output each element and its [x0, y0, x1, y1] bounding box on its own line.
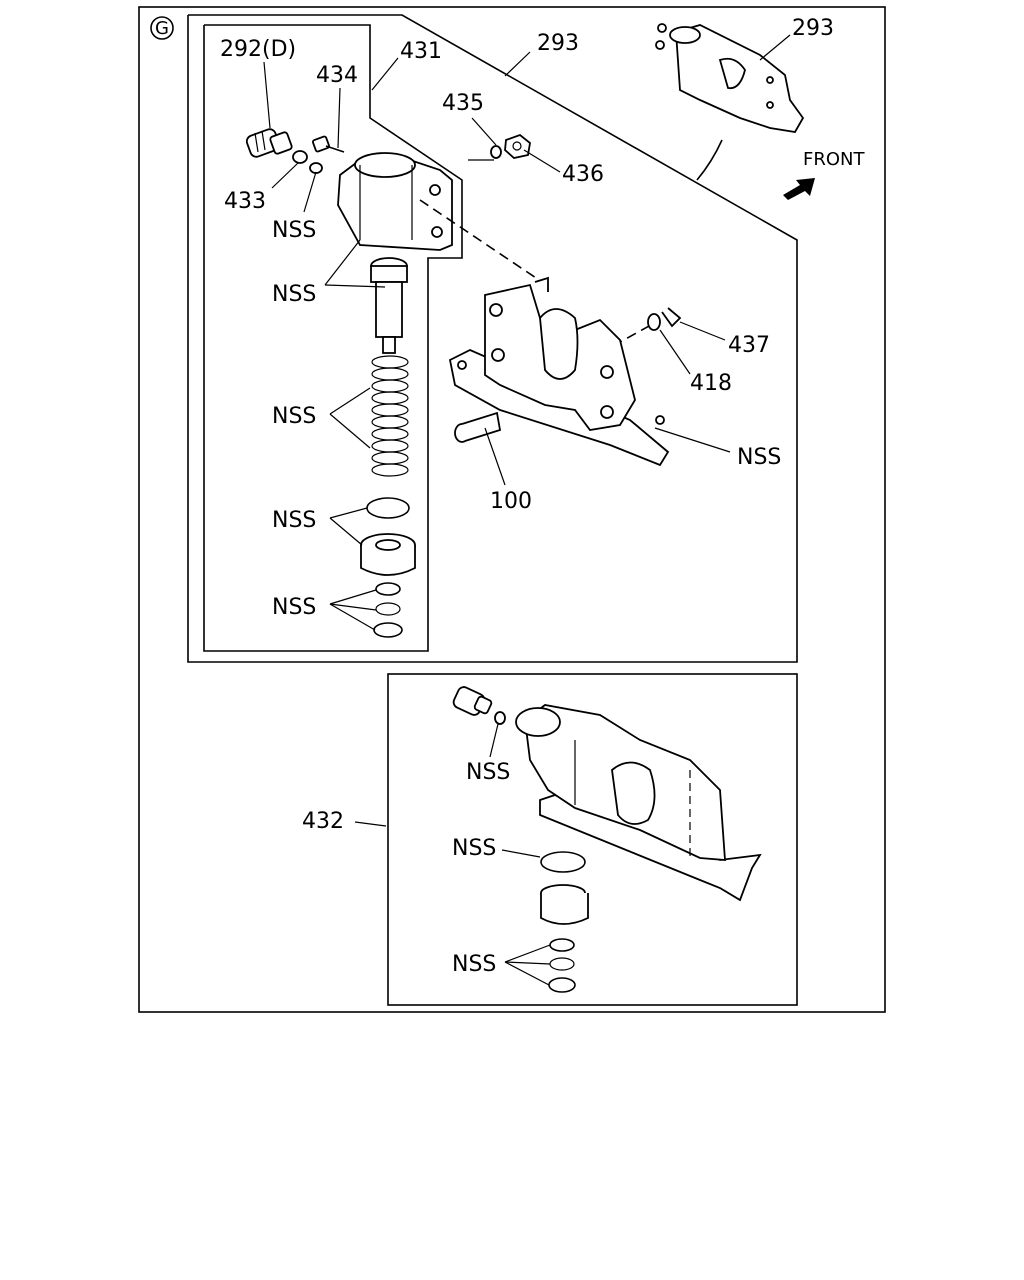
pin-100 — [454, 411, 502, 443]
ring-3 — [373, 622, 403, 638]
oring-small — [309, 162, 323, 174]
ring-432-2 — [549, 957, 575, 971]
label-nss-3: NSS — [272, 404, 316, 429]
housing-body — [337, 152, 453, 251]
label-nss-5: NSS — [272, 595, 316, 620]
washer-418 — [647, 313, 661, 331]
label-431: 431 — [400, 39, 442, 64]
alignment-line — [419, 199, 549, 287]
outer-frame — [138, 6, 886, 1013]
housing-432 — [515, 704, 762, 902]
assembly-293-boundary — [187, 14, 798, 663]
washer-435 — [490, 145, 502, 159]
inset-293-assembly — [655, 23, 805, 133]
bolt-434 — [312, 135, 345, 153]
label-nss-9: NSS — [452, 952, 496, 977]
label-418: 418 — [690, 371, 732, 396]
label-nss-1: NSS — [272, 218, 316, 243]
label-nss-7: NSS — [466, 760, 510, 785]
front-arrow-icon — [783, 178, 815, 200]
leader-lines — [263, 34, 791, 986]
ring-1 — [375, 582, 401, 596]
washer-433 — [292, 150, 308, 164]
ring-432-3 — [548, 977, 576, 993]
oring-432-small — [494, 711, 506, 725]
label-nss-8: NSS — [452, 836, 496, 861]
label-437: 437 — [728, 333, 770, 358]
label-nss-6: NSS — [737, 445, 781, 470]
label-front: FRONT — [803, 149, 865, 170]
label-436: 436 — [562, 162, 604, 187]
plug-432 — [540, 884, 589, 925]
label-100: 100 — [490, 489, 532, 514]
piston — [370, 257, 408, 354]
oring-large — [366, 497, 410, 519]
label-435: 435 — [442, 91, 484, 116]
fitting-292d — [245, 128, 293, 158]
plug — [360, 533, 416, 576]
spring — [371, 355, 409, 477]
label-nss-4: NSS — [272, 508, 316, 533]
clip-437 — [661, 307, 682, 328]
curved-arrow — [696, 139, 723, 181]
label-433: 433 — [224, 189, 266, 214]
label-293-inset: 293 — [792, 16, 834, 41]
ring-2 — [375, 602, 401, 616]
label-293-main: 293 — [537, 31, 579, 56]
nut-436 — [504, 133, 531, 159]
oring-432-large — [540, 851, 586, 873]
section-marker-label: G — [155, 18, 169, 39]
housing-431-boundary — [203, 24, 463, 652]
fitting-432 — [452, 686, 493, 716]
ring-432-1 — [549, 938, 575, 952]
bracket — [448, 276, 670, 467]
label-292d: 292(D) — [220, 37, 296, 62]
label-432: 432 — [302, 809, 344, 834]
label-434: 434 — [316, 63, 358, 88]
section-marker: G — [150, 16, 174, 40]
label-nss-2: NSS — [272, 282, 316, 307]
kit-432-box — [387, 673, 798, 1006]
